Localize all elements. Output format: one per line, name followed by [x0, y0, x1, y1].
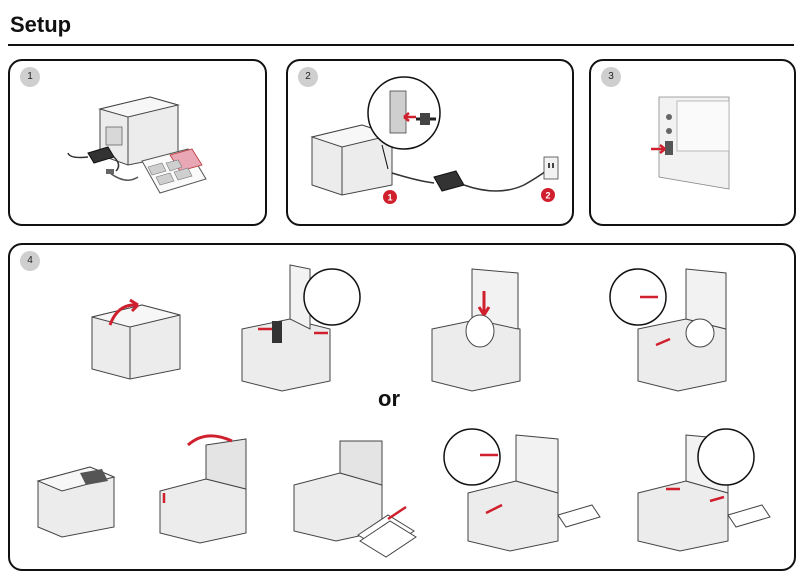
power-switch-illustration — [591, 61, 793, 223]
title-underline — [8, 44, 794, 46]
step-3-panel: 3 — [589, 59, 796, 226]
step-4-panel: 4 — [8, 243, 796, 571]
box-contents-illustration — [10, 61, 264, 223]
printer-closed-open-lid — [92, 300, 180, 379]
step-2-panel: 2 1 2 — [286, 59, 574, 226]
printer-fanfold-closed — [38, 467, 114, 537]
power-connection-illustration: 1 2 — [288, 61, 571, 223]
media-loading-illustration — [10, 245, 793, 568]
printer-open-with-zoom — [242, 265, 360, 391]
printer-fanfold-guides-zoom — [638, 429, 770, 551]
printer-fanfold-lid-open — [160, 436, 246, 543]
callout-1-label: 1 — [387, 193, 392, 203]
printer-fanfold-feed-zoom — [444, 429, 600, 551]
or-separator: or — [378, 386, 400, 412]
callout-2-label: 2 — [545, 191, 550, 201]
printer-fanfold-insert-stack — [294, 441, 416, 557]
printer-feed-media-zoom — [610, 269, 726, 391]
step-1-panel: 1 — [8, 59, 267, 226]
page-title: Setup — [10, 12, 71, 38]
printer-insert-roll — [432, 269, 520, 391]
